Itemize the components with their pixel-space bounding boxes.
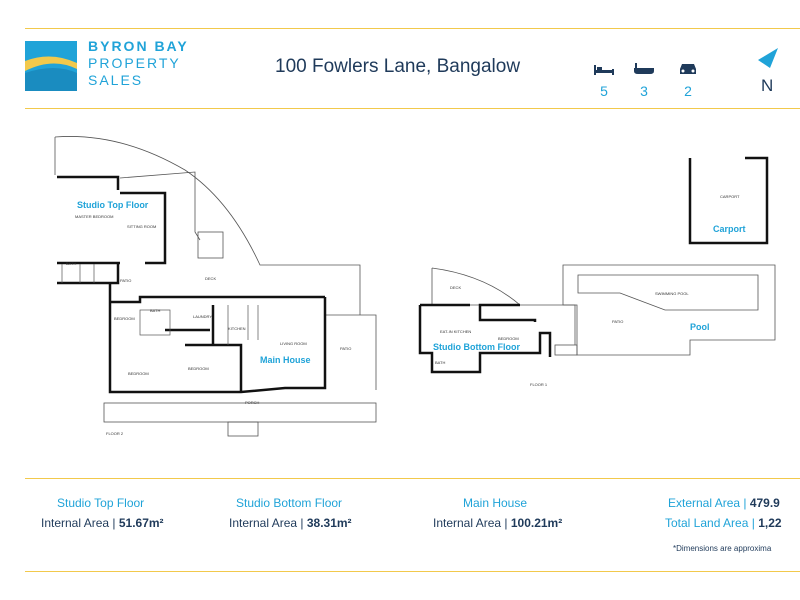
label-carport: Carport [713,224,746,234]
label-main-house: Main House [260,355,311,365]
brand-line-3: SALES [88,72,144,88]
carspaces-feature: 2 [676,62,700,99]
room-bath-top: BATH [66,261,76,266]
room-bedroom-3: BEDROOM [188,366,209,371]
area-label: Internal Area | [229,516,307,530]
room-deck: DECK [205,276,216,281]
room-patio-main: PATIO [340,346,351,351]
brand-logo-mark [25,41,77,91]
room-deck-studio: DECK [450,285,461,290]
room-porch: PORCH [245,400,260,405]
area-label: Total Land Area | [665,516,759,530]
area-value: 479.9 [749,496,780,510]
bottom-rule [25,571,800,572]
room-patio-top: PATIO [120,278,131,283]
label-studio-bottom-floor: Studio Bottom Floor [433,342,520,352]
area-studio-top: Internal Area | 51.67m² [41,516,164,530]
room-eat-in-kitchen: EAT-IN KITCHEN [440,329,471,334]
car-icon [678,62,698,79]
brand-line-1: BYRON BAY [88,38,189,54]
label-pool: Pool [690,322,710,332]
room-patio-pool: PATIO [612,319,623,324]
room-carport: CARPORT [720,194,740,199]
room-laundry: LAUNDRY [193,314,212,319]
area-label: External Area | [668,496,750,510]
area-value: 38.31m² [306,516,352,530]
area-studio-bottom: Internal Area | 38.31m² [229,516,352,530]
area-total-land: Total Land Area | 1,22 [665,516,782,530]
floor-2-label: FLOOR 2 [106,431,124,436]
brand-logo-text: BYRON BAY PROPERTY SALES [88,38,189,89]
area-external: External Area | 479.9 [668,496,780,510]
bath-icon [633,62,655,79]
room-bedroom-1: BEDROOM [114,316,135,321]
bathrooms-count: 3 [640,83,648,99]
area-value: 1,22 [758,516,782,530]
room-kitchen: KITCHEN [228,326,246,331]
footer-divider [25,478,800,479]
area-label: Internal Area | [433,516,511,530]
room-living-room: LIVING ROOM [280,341,307,346]
header-divider [25,108,800,109]
bedrooms-count: 5 [600,83,608,99]
property-address: 100 Fowlers Lane, Bangalow [275,56,521,77]
area-title-main-house: Main House [463,496,528,510]
label-studio-top-floor: Studio Top Floor [77,200,149,210]
room-bedroom-studio: BEDROOM [498,336,519,341]
area-title-studio-top: Studio Top Floor [57,496,145,510]
dimensions-disclaimer: *Dimensions are approxima [673,544,772,553]
area-main-house: Internal Area | 100.21m² [433,516,562,530]
bathrooms-feature: 3 [632,62,656,99]
room-swimming-pool: SWIMMING POOL [655,291,689,296]
room-bedroom-2: BEDROOM [128,371,149,376]
area-value: 51.67m² [118,516,164,530]
carspaces-count: 2 [684,83,692,99]
floor-1-label: FLOOR 1 [530,382,548,387]
room-master-bedroom: MASTER BEDROOM [75,214,113,219]
area-value: 100.21m² [510,516,563,530]
brand-line-2: PROPERTY [88,55,181,71]
area-title-studio-bottom: Studio Bottom Floor [236,496,343,510]
room-bath-studio: BATH [435,360,445,365]
bed-icon [593,62,615,79]
area-label: Internal Area | [41,516,119,530]
top-rule [25,28,800,29]
north-arrow-icon [758,48,778,75]
bedrooms-feature: 5 [592,62,616,99]
room-bath-main: BATH [150,308,160,313]
room-sitting-room: SITTING ROOM [127,224,156,229]
north-label: N [761,76,774,95]
